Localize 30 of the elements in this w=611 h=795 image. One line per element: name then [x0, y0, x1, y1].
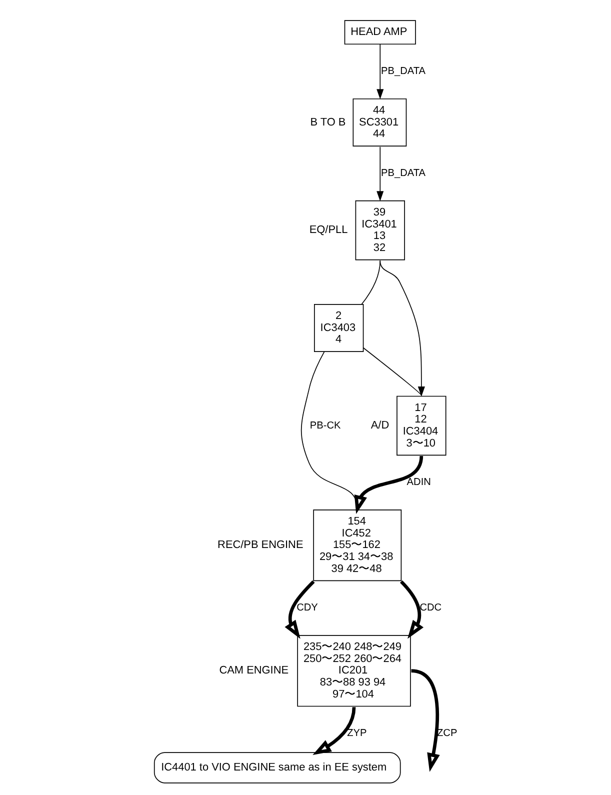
edge-label: PB_DATA: [380, 168, 426, 180]
arrow: [376, 146, 384, 202]
node-box: 235〜240 248〜249 250〜252 260〜264 IC201 83〜88 93 94 97〜104: [296, 635, 410, 707]
arrow: [354, 456, 423, 514]
node-label: CAM ENGINE: [218, 664, 288, 677]
edge-label: CDY: [296, 602, 318, 614]
arrow: [376, 44, 384, 100]
edge-label: ZYP: [346, 728, 366, 740]
arrow: [284, 580, 314, 639]
arrow: [399, 580, 424, 639]
node-label: EQ/PLL: [308, 224, 348, 236]
node-box: 154 IC452 155〜162 29〜31 34〜38 39 42〜48: [312, 510, 402, 582]
node-box: 2 IC3403 4: [314, 304, 364, 352]
node-box: HEAD AMP: [344, 20, 416, 45]
node-label: B TO B: [310, 116, 346, 128]
edge-label: PB_DATA: [380, 66, 426, 78]
arrow: [410, 669, 440, 772]
node-label: REC/PB ENGINE: [217, 539, 303, 552]
arrow: [379, 260, 424, 397]
node-box: IC4401 to VIO ENGINE same as in EE system: [153, 752, 400, 784]
node-box: 44 SC3301 44: [352, 98, 406, 146]
edge-label: PB-CK: [309, 420, 340, 432]
node-box: 17 12 IC3404 3〜10: [396, 396, 446, 456]
arrow: [312, 706, 356, 756]
edge-label: CDC: [419, 602, 442, 614]
edge-label: ADIN: [406, 477, 430, 488]
connector: [360, 260, 380, 305]
node-box: 39 IC3401 13 32: [354, 200, 404, 260]
connector: [362, 347, 422, 396]
node-label: A/D: [370, 420, 389, 432]
